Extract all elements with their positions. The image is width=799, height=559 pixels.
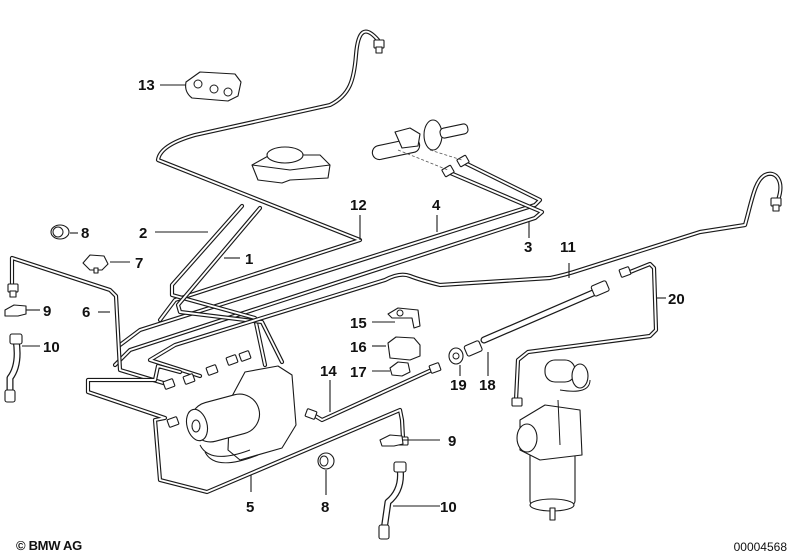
- callout-4[interactable]: 4: [432, 197, 441, 214]
- hydraulic-unit: [185, 365, 297, 464]
- callout-5[interactable]: 5: [246, 499, 254, 516]
- pipe-5: [85, 363, 406, 495]
- callout-1[interactable]: 1: [245, 251, 253, 268]
- callout-9-right[interactable]: 9: [448, 433, 456, 450]
- bracket-9: [4, 304, 404, 447]
- callout-16[interactable]: 16: [350, 339, 367, 356]
- pipe-11: [147, 171, 783, 379]
- callout-19[interactable]: 19: [450, 377, 467, 394]
- pipe-2: [169, 203, 268, 368]
- callout-15[interactable]: 15: [350, 315, 367, 332]
- leader-lines: [22, 84, 666, 507]
- callout-8-upper[interactable]: 8: [81, 225, 89, 242]
- callout-7[interactable]: 7: [135, 255, 143, 272]
- callout-6[interactable]: 6: [82, 304, 90, 321]
- pipe-3: [112, 169, 545, 368]
- callout-8-lower[interactable]: 8: [321, 499, 329, 516]
- multi-clip-13: [185, 71, 242, 102]
- callout-10-right[interactable]: 10: [440, 499, 457, 516]
- callout-labels: 13 2 1 12 4 3 11 20 8 7 9 6 10 15 16 17 …: [43, 77, 685, 516]
- holder-15: [387, 307, 421, 329]
- pipe-4: [117, 159, 543, 348]
- pipe-6: [9, 255, 173, 388]
- pipe-1: [175, 205, 285, 365]
- pipe-12: [155, 29, 381, 323]
- master-cylinder: [371, 119, 469, 171]
- callout-9-left[interactable]: 9: [43, 303, 51, 320]
- clip-7: [82, 254, 109, 274]
- hose-10: [4, 333, 407, 540]
- callout-2[interactable]: 2: [139, 225, 147, 242]
- pipe-20: [513, 261, 659, 403]
- callout-17[interactable]: 17: [350, 364, 367, 381]
- callout-10-left[interactable]: 10: [43, 339, 60, 356]
- protective-hose-18: [480, 286, 604, 344]
- drawing-number: 00004568: [733, 540, 787, 554]
- grommet-19: [448, 347, 464, 365]
- brake-pipes: [9, 29, 783, 495]
- callout-18[interactable]: 18: [479, 377, 496, 394]
- pipe-fittings: [7, 39, 782, 446]
- callout-3[interactable]: 3: [524, 239, 532, 256]
- pump-motor: [516, 359, 591, 521]
- brake-fluid-reservoir: [251, 146, 331, 184]
- callout-12[interactable]: 12: [350, 197, 367, 214]
- callout-20[interactable]: 20: [668, 291, 685, 308]
- callout-11[interactable]: 11: [560, 239, 576, 256]
- callout-14[interactable]: 14: [320, 363, 337, 380]
- clip-17: [389, 361, 411, 377]
- grommet-8: [50, 224, 335, 470]
- callout-13[interactable]: 13: [138, 77, 155, 94]
- clip-16: [387, 336, 421, 361]
- copyright-notice: © BMW AG: [16, 538, 82, 553]
